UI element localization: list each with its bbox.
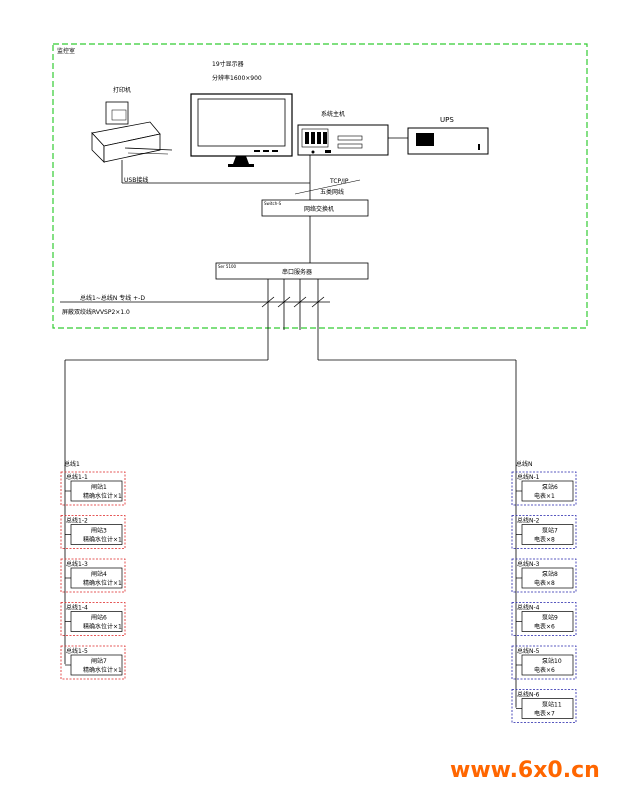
switch-tag: Switch-S xyxy=(264,201,282,206)
device-name: 闸站4 xyxy=(91,570,107,578)
device-name: 泵站8 xyxy=(542,570,558,578)
host-label: 系统主机 xyxy=(321,110,345,118)
device-bus-label: 总线1-2 xyxy=(66,517,88,525)
monitor-icon xyxy=(190,93,293,167)
device-dashed-border xyxy=(511,515,577,549)
control-room-label: 监控室 xyxy=(57,47,75,55)
switch-label: 网络交换机 xyxy=(304,205,334,213)
device-dashed-border xyxy=(511,471,577,506)
device-sub: 电表×7 xyxy=(534,710,555,718)
device-sub: 电表×6 xyxy=(534,623,555,631)
device-bus-label: 总线1-3 xyxy=(66,560,88,568)
device-name: 泵站6 xyxy=(542,483,558,491)
device-sub: 电表×8 xyxy=(534,536,555,544)
device-dashed-border xyxy=(511,602,577,636)
device-name: 泵站10 xyxy=(542,657,562,665)
device-dashed-border xyxy=(60,645,126,680)
watermark: www.6x0.cn xyxy=(450,758,600,783)
device-bus-label: 总线1-1 xyxy=(66,473,88,481)
left-group-title: 总线1 xyxy=(64,460,80,468)
device-bus-label: 总线1-4 xyxy=(66,604,88,612)
device-name: 闸站1 xyxy=(91,483,107,491)
device-dashed-border xyxy=(60,558,126,593)
device-name: 泵站9 xyxy=(542,614,558,622)
device-bus-label: 总线N-6 xyxy=(517,691,540,699)
device-bus-label: 总线N-3 xyxy=(517,560,540,568)
printer-icon xyxy=(91,101,173,163)
device-bus-label: 总线N-1 xyxy=(517,473,540,481)
server-tag: Ser 5100 xyxy=(218,264,237,269)
device-name: 泵站11 xyxy=(542,701,562,709)
device-bus-label: 总线N-4 xyxy=(517,604,540,612)
host-icon xyxy=(297,124,389,156)
device-dashed-border xyxy=(511,689,577,723)
tcpip-label: TCP/IP xyxy=(329,178,349,185)
device-sub: 精确水位计×1 xyxy=(83,666,122,674)
device-sub: 精确水位计×1 xyxy=(83,492,122,500)
device-sub: 电表×1 xyxy=(534,492,555,500)
bus-label-1: 总线1~总线N 专线 +-D xyxy=(80,294,145,302)
right-group-title: 总线N xyxy=(516,460,533,468)
left-device-group: 总线1-1闸站1精确水位计×1总线1-2闸站3精确水位计×1总线1-3闸站4精确… xyxy=(60,471,126,680)
network-switch xyxy=(261,199,369,217)
bus-label-2: 屏蔽双绞线RVVSP2×1.0 xyxy=(62,308,130,316)
device-sub: 精确水位计×1 xyxy=(83,536,122,544)
device-sub: 电表×6 xyxy=(534,666,555,674)
device-bus-label: 总线N-2 xyxy=(517,517,540,525)
device-sub: 电表×8 xyxy=(534,579,555,587)
control-room-border xyxy=(52,43,588,329)
ethernet-label: 五类网线 xyxy=(320,188,344,196)
device-bus-label: 总线1-5 xyxy=(66,647,88,655)
ups-label: UPS xyxy=(440,116,454,124)
device-bus-label: 总线N-5 xyxy=(517,647,540,655)
monitor-resolution: 分辨率1600×900 xyxy=(212,74,262,82)
device-dashed-border xyxy=(60,515,126,549)
device-name: 闸站7 xyxy=(91,657,107,665)
device-dashed-border xyxy=(511,558,577,593)
device-name: 闸站3 xyxy=(91,527,107,535)
bus-lines xyxy=(60,279,517,480)
server-label: 串口服务器 xyxy=(282,268,312,276)
device-sub: 精确水位计×1 xyxy=(83,579,122,587)
monitor-label: 19寸显示器 xyxy=(212,60,244,68)
right-device-group: 总线N-1泵站6电表×1总线N-2泵站7电表×8总线N-3泵站8电表×8总线N-… xyxy=(511,471,577,723)
usb-label: USB接线 xyxy=(124,176,148,184)
device-name: 泵站7 xyxy=(542,527,558,535)
ups-icon xyxy=(407,127,489,155)
serial-server xyxy=(215,262,369,280)
device-sub: 精确水位计×1 xyxy=(83,623,122,631)
printer-label: 打印机 xyxy=(113,86,131,94)
device-dashed-border xyxy=(60,602,126,636)
device-name: 闸站6 xyxy=(91,614,107,622)
device-dashed-border xyxy=(511,645,577,680)
device-dashed-border xyxy=(60,471,126,506)
